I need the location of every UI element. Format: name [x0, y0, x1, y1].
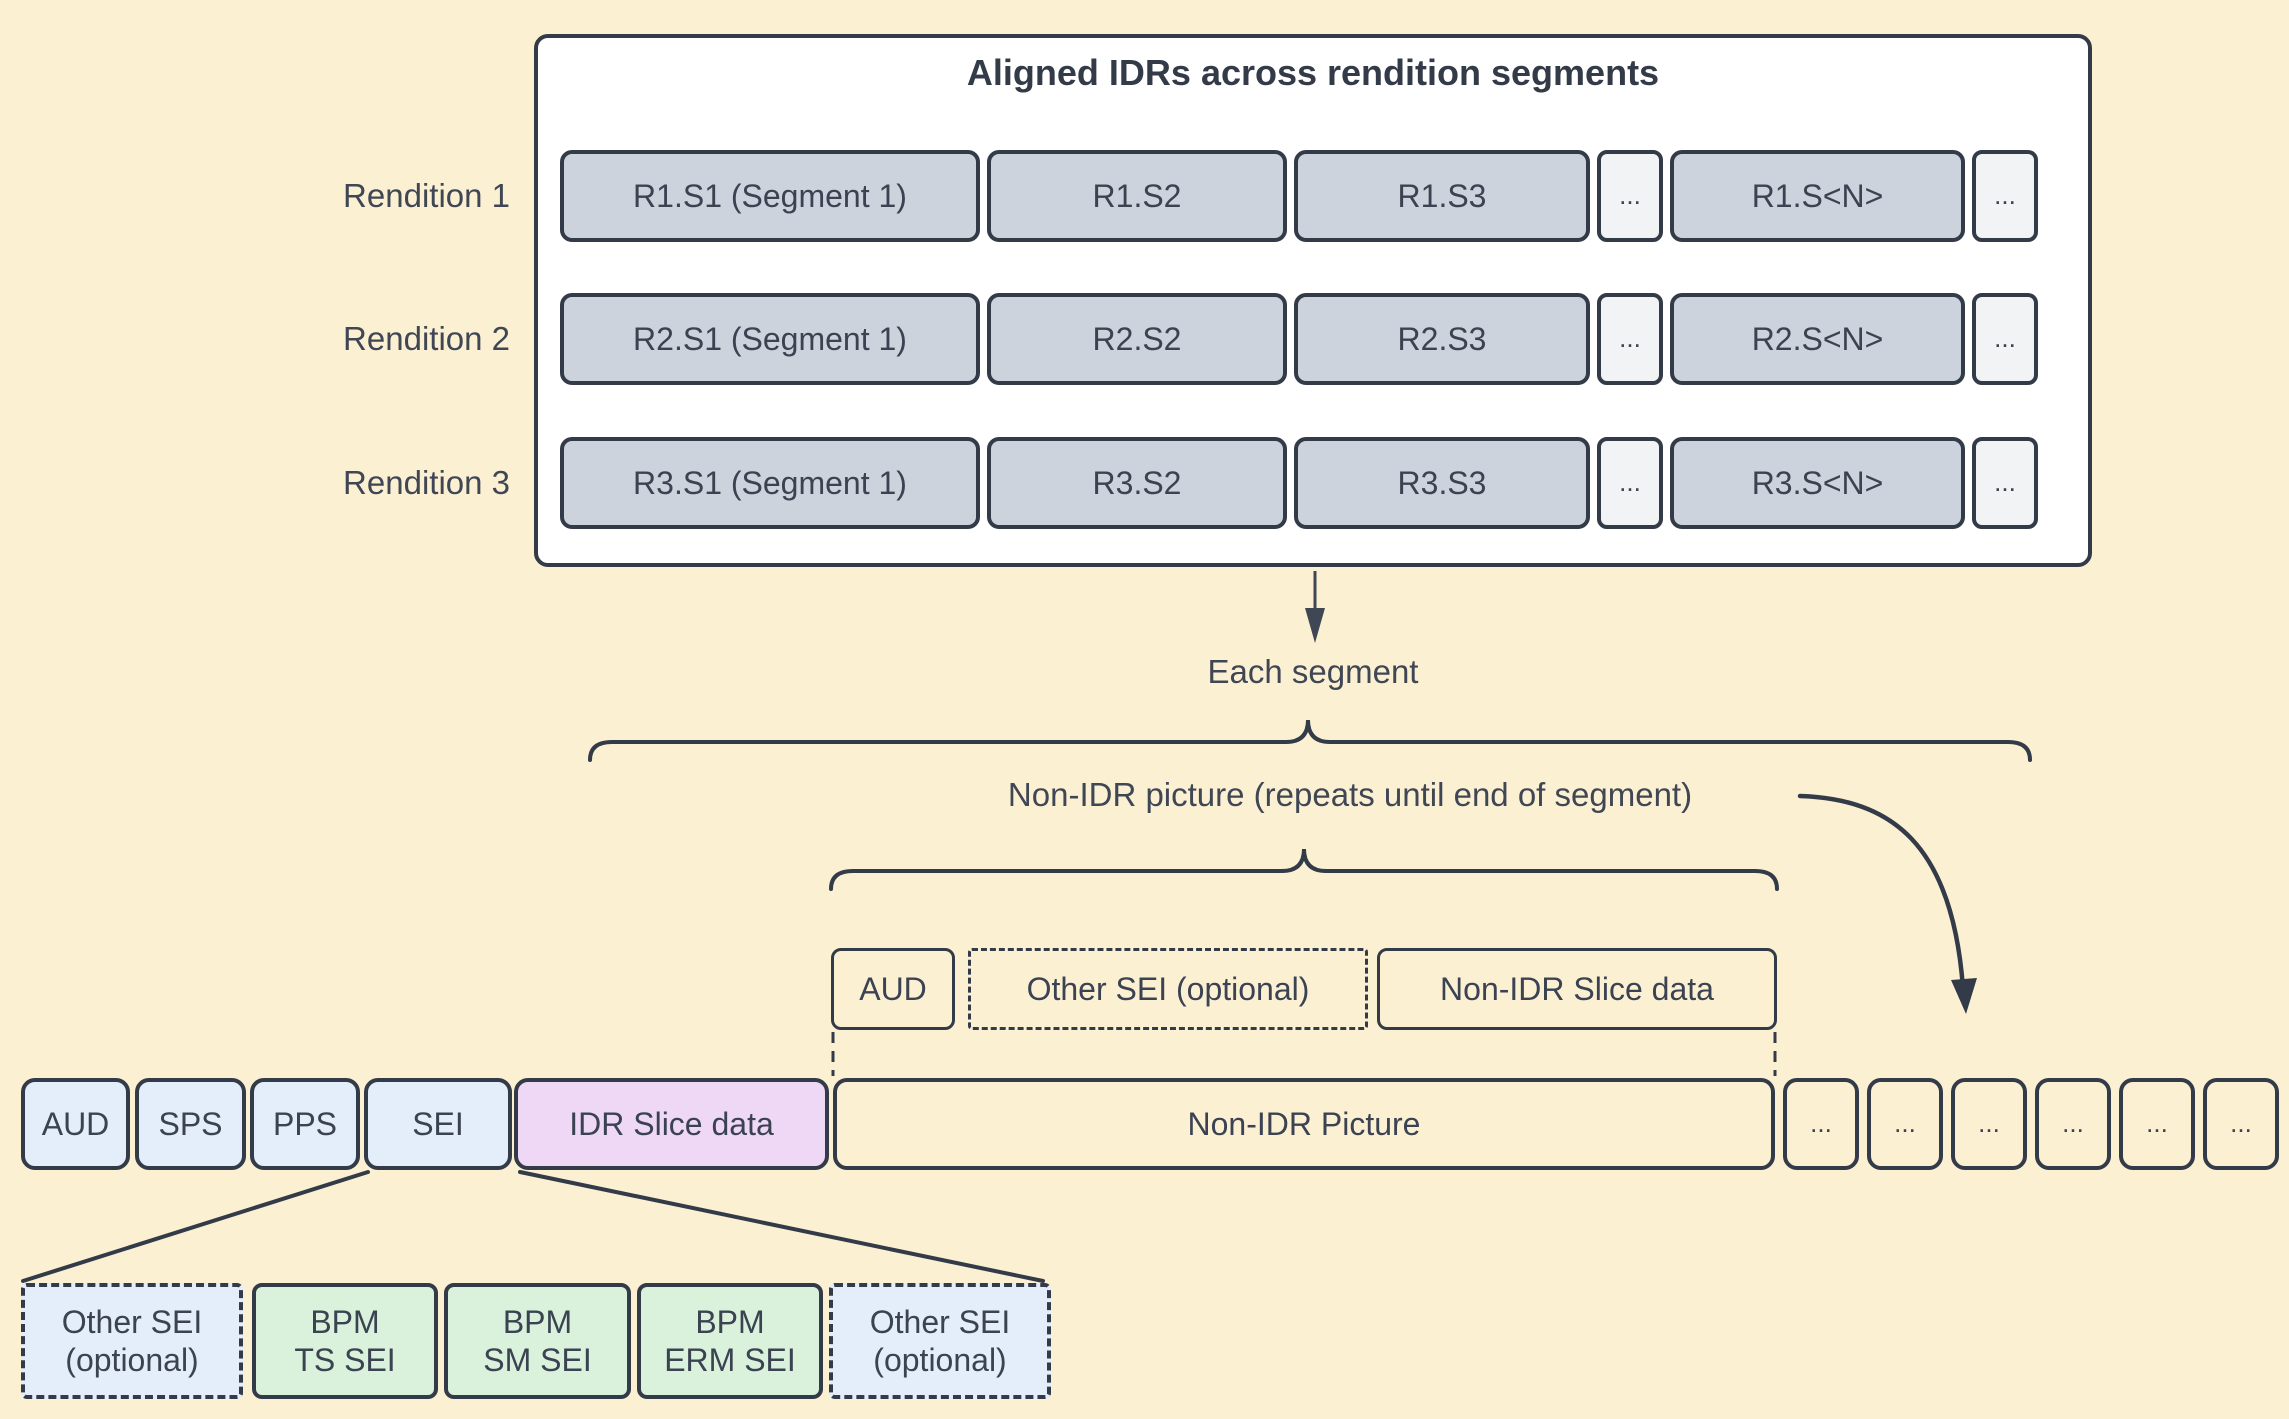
- detail-non-idr-slice-box: Non-IDR Slice data: [1377, 948, 1777, 1030]
- stream-sei-box: SEI: [364, 1078, 512, 1170]
- stream-ellipsis-box-6: ...: [2203, 1078, 2279, 1170]
- stream-ellipsis-box-4: ...: [2035, 1078, 2111, 1170]
- stream-sps-box: SPS: [135, 1078, 246, 1170]
- stream-ellipsis-box-1: ...: [1783, 1078, 1859, 1170]
- detail-other-sei-box: Other SEI (optional): [968, 948, 1368, 1030]
- stream-ellipsis-box-2: ...: [1867, 1078, 1943, 1170]
- expansion-cell-text: Other SEI (optional): [61, 1303, 203, 1378]
- stream-aud-box: AUD: [21, 1078, 130, 1170]
- expansion-other-sei-left-box: Other SEI (optional): [21, 1283, 243, 1399]
- stream-ellipsis-box-3: ...: [1951, 1078, 2027, 1170]
- expansion-bpm-ts-sei-box: BPM TS SEI: [252, 1283, 438, 1399]
- segment-box-r3s2: R3.S2: [987, 437, 1287, 529]
- segment-box-r3s3: R3.S3: [1294, 437, 1590, 529]
- rendition-1-label: Rendition 1: [343, 177, 510, 214]
- expansion-other-sei-right-box: Other SEI (optional): [829, 1283, 1051, 1399]
- expansion-bpm-erm-sei-box: BPM ERM SEI: [637, 1283, 823, 1399]
- expansion-bpm-sm-sei-box: BPM SM SEI: [444, 1283, 631, 1399]
- rendition-3-label: Rendition 3: [343, 464, 510, 501]
- each-segment-label: Each segment: [1207, 653, 1419, 690]
- segment-box-r2s3: R2.S3: [1294, 293, 1590, 385]
- expansion-cell-text: Other SEI (optional): [869, 1303, 1011, 1378]
- segment-box-r1s1: R1.S1 (Segment 1): [560, 150, 980, 242]
- non-idr-repeats-label: Non-IDR picture (repeats until end of se…: [1007, 776, 1693, 813]
- segment-ellipsis-r1: ...: [1597, 150, 1663, 242]
- repeat-arrow-curve: [1797, 793, 1966, 991]
- segment-box-r2s2: R2.S2: [987, 293, 1287, 385]
- non-idr-picture-brace: [829, 848, 1779, 891]
- stream-pps-box: PPS: [250, 1078, 360, 1170]
- rendition-2-label: Rendition 2: [343, 320, 510, 357]
- segment-box-r1s3: R1.S3: [1294, 150, 1590, 242]
- segment-box-r1s2: R1.S2: [987, 150, 1287, 242]
- segment-ellipsis-r2: ...: [1597, 293, 1663, 385]
- segment-box-r1sn: R1.S<N>: [1670, 150, 1965, 242]
- stream-idr-slice-box: IDR Slice data: [514, 1078, 829, 1170]
- each-segment-brace: [588, 719, 2032, 762]
- segment-ellipsis-r3-end: ...: [1972, 437, 2038, 529]
- sei-expansion-left-line: [21, 1170, 370, 1283]
- expansion-cell-text: BPM ERM SEI: [664, 1303, 796, 1378]
- expansion-cell-text: BPM TS SEI: [294, 1303, 396, 1378]
- stream-ellipsis-box-5: ...: [2119, 1078, 2195, 1170]
- segment-ellipsis-r3: ...: [1597, 437, 1663, 529]
- segment-box-r2s1: R2.S1 (Segment 1): [560, 293, 980, 385]
- segment-box-r2sn: R2.S<N>: [1670, 293, 1965, 385]
- detail-aud-box: AUD: [831, 948, 955, 1030]
- segment-ellipsis-r2-end: ...: [1972, 293, 2038, 385]
- panel-title: Aligned IDRs across rendition segments: [966, 52, 1660, 93]
- segment-ellipsis-r1-end: ...: [1972, 150, 2038, 242]
- expansion-cell-text: BPM SM SEI: [483, 1303, 592, 1378]
- repeat-arrow-head: [1951, 978, 1977, 1014]
- segment-box-r3sn: R3.S<N>: [1670, 437, 1965, 529]
- stream-non-idr-picture-box: Non-IDR Picture: [833, 1078, 1775, 1170]
- sei-expansion-right-line: [518, 1170, 1045, 1283]
- segment-box-r3s1: R3.S1 (Segment 1): [560, 437, 980, 529]
- panel-down-arrow-head: [1305, 608, 1325, 643]
